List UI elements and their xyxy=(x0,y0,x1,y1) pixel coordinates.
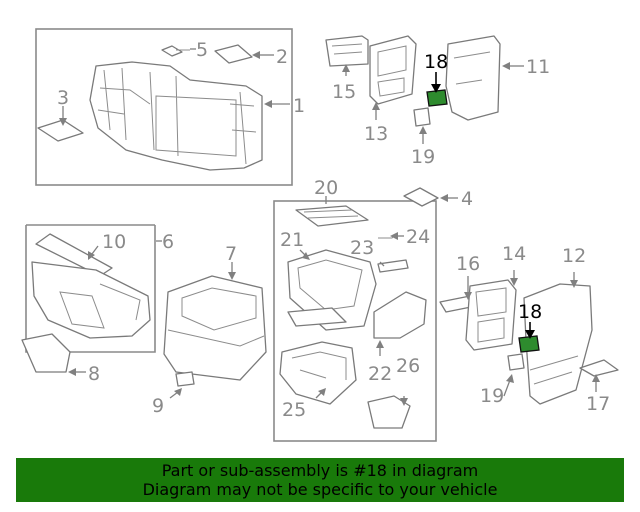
part-10-trim xyxy=(35,233,113,277)
callout-18-lower: 18 xyxy=(518,301,542,323)
part-5-clip xyxy=(161,45,190,57)
group-box-1 xyxy=(35,28,293,186)
callout-7: 7 xyxy=(225,243,237,265)
part-19-lower xyxy=(507,353,525,371)
callout-14: 14 xyxy=(502,243,526,265)
notice-banner: Part or sub-assembly is #18 in diagram D… xyxy=(16,458,624,502)
callout-15: 15 xyxy=(332,81,356,103)
part-3-pad xyxy=(37,119,84,142)
usb-port-part-18-upper xyxy=(426,89,448,107)
callout-10: 10 xyxy=(102,231,126,253)
parts-diagram: 1 2 3 5 4 6 10 7 8 9 11 15 13 19 18 20 2… xyxy=(21,28,619,442)
callout-23: 23 xyxy=(350,237,374,259)
part-8-pad xyxy=(21,333,71,373)
callout-24: 24 xyxy=(406,226,430,248)
callout-20: 20 xyxy=(314,177,338,199)
lower-bin-part-7 xyxy=(163,275,267,381)
mat-part-26 xyxy=(367,395,411,429)
part-9-clip xyxy=(175,371,195,387)
console-frame-part-1 xyxy=(89,61,263,171)
side-panel-part-6 xyxy=(31,261,151,339)
callout-12: 12 xyxy=(562,245,586,267)
callout-19-lower: 19 xyxy=(480,385,504,407)
bezel-part-14 xyxy=(465,279,517,351)
usb-port-part-18-lower xyxy=(518,335,540,353)
part-19-upper xyxy=(413,107,431,127)
callout-21: 21 xyxy=(280,229,304,251)
pad-part-17 xyxy=(579,359,619,377)
callout-22: 22 xyxy=(368,363,392,385)
bezel-part-13 xyxy=(369,35,417,105)
callout-25: 25 xyxy=(282,399,306,421)
tray-part-25 xyxy=(279,341,357,405)
callout-18-upper: 18 xyxy=(424,51,448,73)
trim-panel-part-11 xyxy=(445,35,501,121)
callout-5: 5 xyxy=(196,39,208,61)
callout-11: 11 xyxy=(526,56,550,78)
part-23-bracket xyxy=(377,259,409,273)
lid-part-20 xyxy=(295,205,369,227)
callout-8: 8 xyxy=(88,363,100,385)
part-2-pad xyxy=(214,44,253,64)
leader-lines xyxy=(59,48,600,406)
door-part-22 xyxy=(373,291,427,339)
trim-panel-part-12 xyxy=(523,283,593,405)
rail-part xyxy=(287,307,347,327)
callout-9: 9 xyxy=(152,395,164,417)
callout-16: 16 xyxy=(456,253,480,275)
callout-17: 17 xyxy=(586,393,610,415)
callout-2: 2 xyxy=(276,46,288,68)
callout-3: 3 xyxy=(57,87,69,109)
part-4-pad xyxy=(403,187,439,207)
switch-panel-part-15 xyxy=(325,35,369,67)
group-box-20 xyxy=(273,200,437,442)
callout-13: 13 xyxy=(364,123,388,145)
callout-4: 4 xyxy=(461,188,473,210)
callout-26: 26 xyxy=(396,355,420,377)
callout-19-upper: 19 xyxy=(411,146,435,168)
banner-line-2: Diagram may not be specific to your vehi… xyxy=(142,480,498,499)
banner-line-1: Part or sub-assembly is #18 in diagram xyxy=(161,461,479,480)
callout-6: 6 xyxy=(162,231,174,253)
group-box-6 xyxy=(25,224,156,353)
callout-labels: 1 2 3 5 4 6 10 7 8 9 11 15 13 19 18 20 2… xyxy=(57,39,610,421)
callout-1: 1 xyxy=(293,95,305,117)
